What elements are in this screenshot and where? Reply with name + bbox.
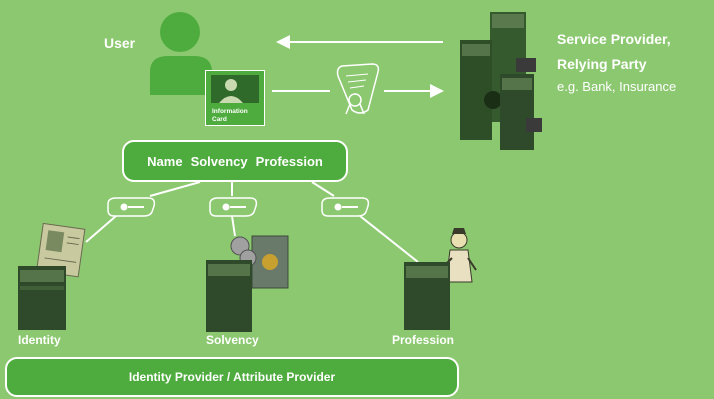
user-label: User (104, 35, 136, 51)
claim-solvency: Solvency (190, 153, 248, 169)
key-token-icon (321, 197, 370, 217)
claim-profession: Profession (255, 153, 323, 169)
service-provider-line2: Relying Party (557, 56, 647, 72)
service-provider-example: e.g. Bank, Insurance (557, 79, 677, 94)
provider-label-identity: Identity (18, 333, 61, 347)
service-provider-line1: Service Provider, (557, 31, 671, 47)
arrow-right-icon (430, 84, 444, 98)
claim-name: Name (147, 153, 183, 169)
provider-bar-label: Identity Provider / Attribute Provider (128, 370, 336, 384)
provider-bar: Identity Provider / Attribute Provider (5, 357, 459, 397)
person-figure-icon (441, 228, 477, 283)
card-label-line2: Card (212, 116, 227, 123)
card-label-line1: Information (212, 108, 248, 115)
provider-label-solvency: Solvency (206, 333, 259, 347)
provider-label-profession: Profession (392, 333, 455, 347)
claims-box: Name Solvency Profession (122, 140, 348, 182)
information-card: Information Card (205, 70, 265, 126)
id-card-icon (211, 75, 259, 103)
key-token-icon (107, 197, 156, 217)
key-token-icon (209, 197, 258, 217)
arrow-left-icon (276, 35, 290, 49)
